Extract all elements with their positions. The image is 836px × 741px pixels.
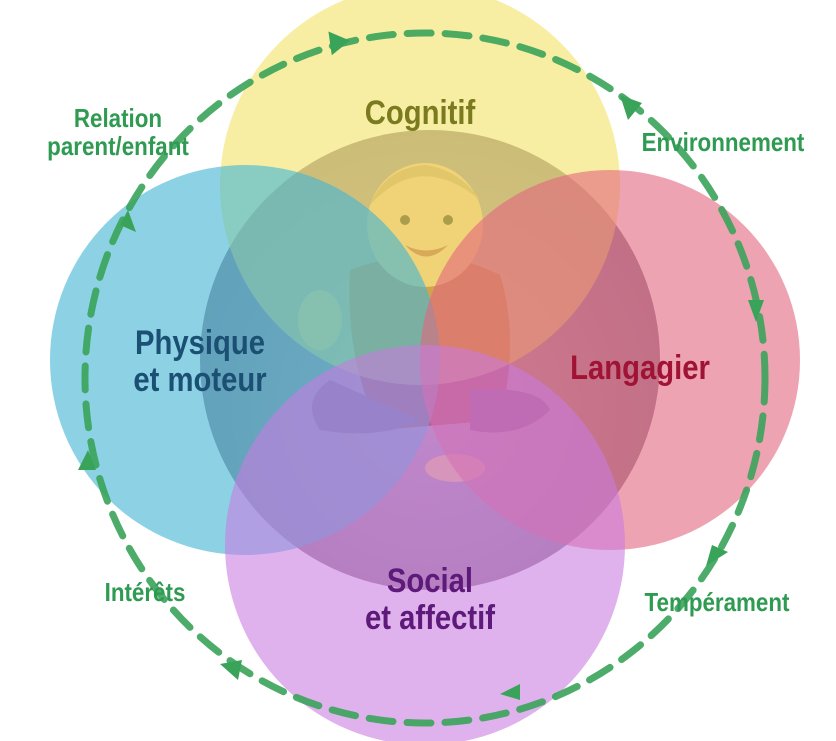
label-environnement: Environnement — [628, 128, 819, 156]
label-interets-text: Intérêts — [104, 577, 186, 607]
label-cognitif-text: Cognitif — [364, 94, 476, 132]
label-relation-line1: Relation — [73, 103, 163, 133]
label-langagier-text: Langagier — [570, 349, 710, 387]
label-social-line1: Social — [386, 562, 474, 600]
label-physique-line1: Physique — [134, 324, 265, 362]
cycle-arrow-icon — [81, 29, 769, 727]
label-social-affectif: Social et affectif — [344, 563, 516, 636]
label-physique-moteur: Physique et moteur — [110, 325, 291, 398]
label-interets: Intérêts — [89, 578, 201, 606]
circle-social — [225, 345, 625, 741]
label-temperament-text: Tempérament — [644, 587, 790, 617]
label-physique-line2: et moteur — [133, 360, 267, 399]
label-langagier: Langagier — [550, 350, 731, 387]
label-cognitif: Cognitif — [343, 95, 498, 132]
label-environnement-text: Environnement — [641, 127, 805, 157]
label-social-line2: et affectif — [365, 598, 495, 637]
label-temperament: Tempérament — [627, 588, 808, 616]
label-relation-parent-enfant: Relation parent/enfant — [32, 104, 204, 160]
label-relation-line2: parent/enfant — [47, 131, 189, 162]
cycle-arrowheads — [78, 31, 764, 700]
